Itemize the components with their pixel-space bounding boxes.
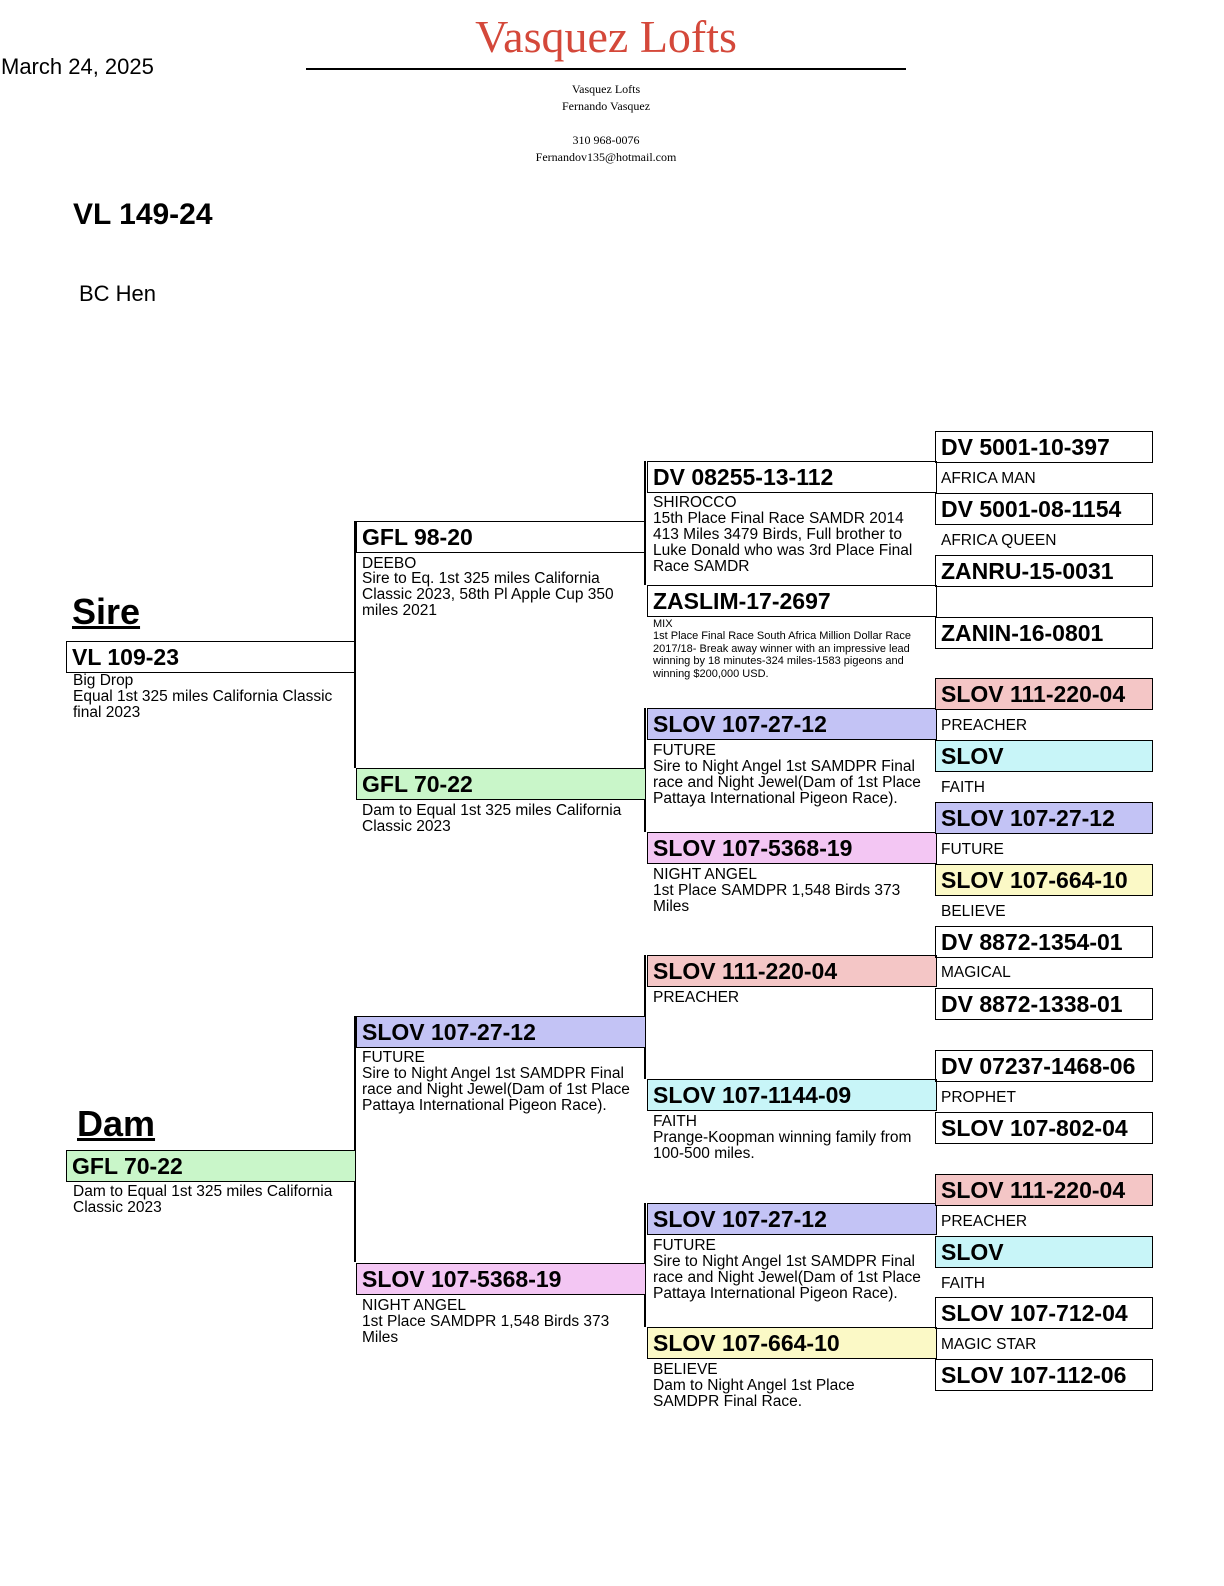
header-line1: Vasquez Lofts (571, 82, 641, 96)
ssd-notes: 1st Place Final Race South Africa Millio… (653, 630, 912, 680)
g4-14-name: FAITH (941, 1275, 985, 1292)
g4-16-band: SLOV 107-112-06 (935, 1359, 1153, 1391)
sdd-name: NIGHT ANGEL (653, 866, 757, 883)
dam-sire-name: FUTURE (362, 1049, 425, 1066)
connector (354, 1016, 356, 1262)
g4-8-band: SLOV 107-664-10 (935, 864, 1153, 896)
g4-6-name: FAITH (941, 779, 985, 796)
header-phone: 310 968-0076 (572, 133, 640, 147)
dam-band: GFL 70-22 (66, 1150, 356, 1182)
g4-15-band: SLOV 107-712-04 (935, 1297, 1153, 1329)
dsd-name: FAITH (653, 1113, 697, 1130)
g4-6-band: SLOV (935, 740, 1153, 772)
g4-9-name: MAGICAL (941, 964, 1011, 981)
sire-heading: Sire (72, 591, 141, 632)
ssd-name: MIX (653, 618, 673, 630)
g4-10-band: DV 8872-1338-01 (935, 988, 1153, 1020)
dam-dam-name: NIGHT ANGEL (362, 1297, 466, 1314)
header-line2: Fernando Vasquez (561, 99, 651, 113)
g4-12-band: SLOV 107-802-04 (935, 1112, 1153, 1144)
loft-title: Vasquez Lofts (475, 11, 737, 62)
g4-5-name: PREACHER (941, 717, 1028, 734)
sds-notes: Sire to Night Angel 1st SAMDPR Final rac… (653, 758, 921, 807)
g4-11-name: PROPHET (941, 1089, 1016, 1106)
ddd-notes: Dam to Night Angel 1st Place SAMDPR Fina… (653, 1377, 855, 1410)
dsd-band: SLOV 107-1144-09 (647, 1079, 937, 1111)
g4-2-name: AFRICA QUEEN (941, 532, 1057, 549)
g4-13-name: PREACHER (941, 1213, 1028, 1230)
bird-band: VL 149-24 (73, 198, 213, 231)
header-rule (306, 68, 906, 70)
ssd-band: ZASLIM-17-2697 (647, 585, 937, 617)
sds-band: SLOV 107-27-12 (647, 708, 937, 740)
header-email: Fernandov135@hotmail.com (535, 150, 677, 164)
dam-sire-band: SLOV 107-27-12 (356, 1016, 646, 1048)
bird-description: BC Hen (79, 281, 157, 306)
g4-14-band: SLOV (935, 1236, 1153, 1268)
dss-name: PREACHER (653, 989, 740, 1006)
sss-notes: 15th Place Final Race SAMDR 2014 413 Mil… (653, 510, 913, 575)
dam-sire-notes: Sire to Night Angel 1st SAMDPR Final rac… (362, 1065, 630, 1114)
dam-dam-notes: 1st Place SAMDPR 1,548 Birds 373 Miles (362, 1313, 610, 1346)
g4-15-name: MAGIC STAR (941, 1336, 1037, 1353)
sdd-band: SLOV 107-5368-19 (647, 832, 937, 864)
sds-name: FUTURE (653, 742, 716, 759)
sdd-notes: 1st Place SAMDPR 1,548 Birds 373 Miles (653, 882, 901, 915)
g4-4-band: ZANIN-16-0801 (935, 617, 1153, 649)
g4-7-name: FUTURE (941, 841, 1004, 858)
sire-sire-notes: Sire to Eq. 1st 325 miles California Cla… (362, 570, 614, 619)
g4-13-band: SLOV 111-220-04 (935, 1174, 1153, 1206)
ddd-band: SLOV 107-664-10 (647, 1327, 937, 1359)
sss-band: DV 08255-13-112 (647, 461, 937, 493)
sire-name: Big Drop (73, 672, 134, 689)
dds-name: FUTURE (653, 1237, 716, 1254)
dam-heading: Dam (77, 1103, 156, 1144)
sire-band: VL 109-23 (66, 641, 356, 673)
g4-8-name: BELIEVE (941, 903, 1006, 920)
g4-7-band: SLOV 107-27-12 (935, 802, 1153, 834)
dss-band: SLOV 111-220-04 (647, 955, 937, 987)
dam-dam-band: SLOV 107-5368-19 (356, 1263, 646, 1295)
g4-5-band: SLOV 111-220-04 (935, 678, 1153, 710)
sire-sire-name: DEEBO (362, 555, 417, 572)
sire-dam-band: GFL 70-22 (356, 768, 646, 800)
dam-notes: Dam to Equal 1st 325 miles California Cl… (73, 1183, 333, 1216)
dsd-notes: Prange-Koopman winning family from 100-5… (653, 1129, 912, 1162)
g4-9-band: DV 8872-1354-01 (935, 926, 1153, 958)
sire-notes: Equal 1st 325 miles California Classic f… (73, 688, 333, 721)
g4-1-name: AFRICA MAN (941, 470, 1036, 487)
ddd-name: BELIEVE (653, 1361, 718, 1378)
dds-notes: Sire to Night Angel 1st SAMDPR Final rac… (653, 1253, 921, 1302)
g4-11-band: DV 07237-1468-06 (935, 1050, 1153, 1082)
g4-2-band: DV 5001-08-1154 (935, 493, 1153, 525)
sire-dam-notes: Dam to Equal 1st 325 miles California Cl… (362, 802, 622, 835)
report-date: March 24, 2025 (1, 54, 154, 79)
dds-band: SLOV 107-27-12 (647, 1203, 937, 1235)
sire-sire-band: GFL 98-20 (356, 521, 646, 553)
g4-3-band: ZANRU-15-0031 (935, 555, 1153, 587)
sss-name: SHIROCCO (653, 494, 737, 511)
g4-1-band: DV 5001-10-397 (935, 431, 1153, 463)
